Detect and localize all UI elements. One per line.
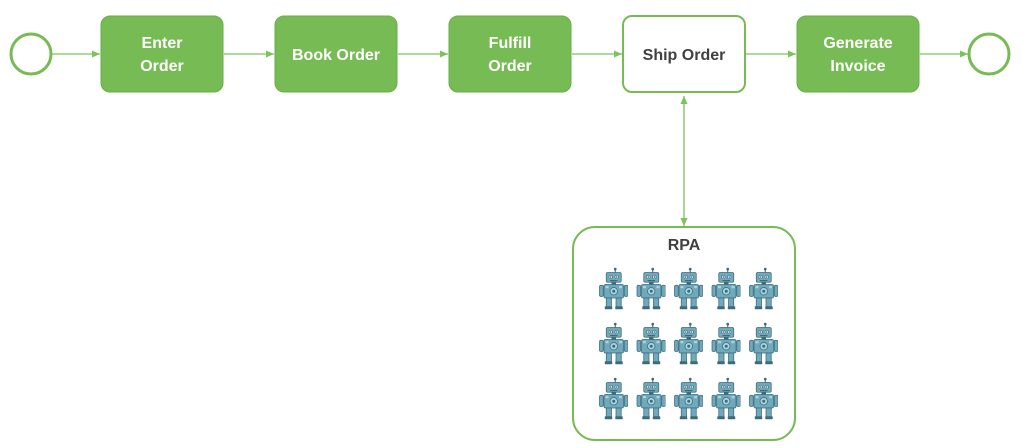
task-generate-invoice-label-line2: Invoice: [830, 58, 885, 75]
task-generate-invoice-label-line1: Generate: [823, 35, 892, 52]
task-enter-order-label-line2: Order: [140, 58, 184, 75]
task-fulfill-order[interactable]: Fulfill Order: [448, 15, 572, 93]
task-book-order[interactable]: Book Order: [274, 15, 398, 93]
rpa-group[interactable]: RPA: [572, 226, 796, 441]
task-generate-invoice[interactable]: Generate Invoice: [796, 15, 920, 93]
start-event[interactable]: [9, 32, 53, 76]
task-book-order-label: Book Order: [292, 47, 380, 64]
task-enter-order-label-line1: Enter: [142, 35, 183, 52]
rpa-title: RPA: [668, 237, 701, 254]
task-fulfill-order-label-line2: Order: [488, 58, 532, 75]
robot-grid: [598, 267, 778, 420]
end-event[interactable]: [967, 32, 1011, 76]
task-fulfill-order-label-line1: Fulfill: [489, 35, 532, 52]
task-ship-order-label: Ship Order: [643, 47, 726, 64]
task-enter-order[interactable]: Enter Order: [100, 15, 224, 93]
task-ship-order[interactable]: Ship Order: [622, 15, 746, 93]
sequence-flows: [52, 50, 968, 226]
